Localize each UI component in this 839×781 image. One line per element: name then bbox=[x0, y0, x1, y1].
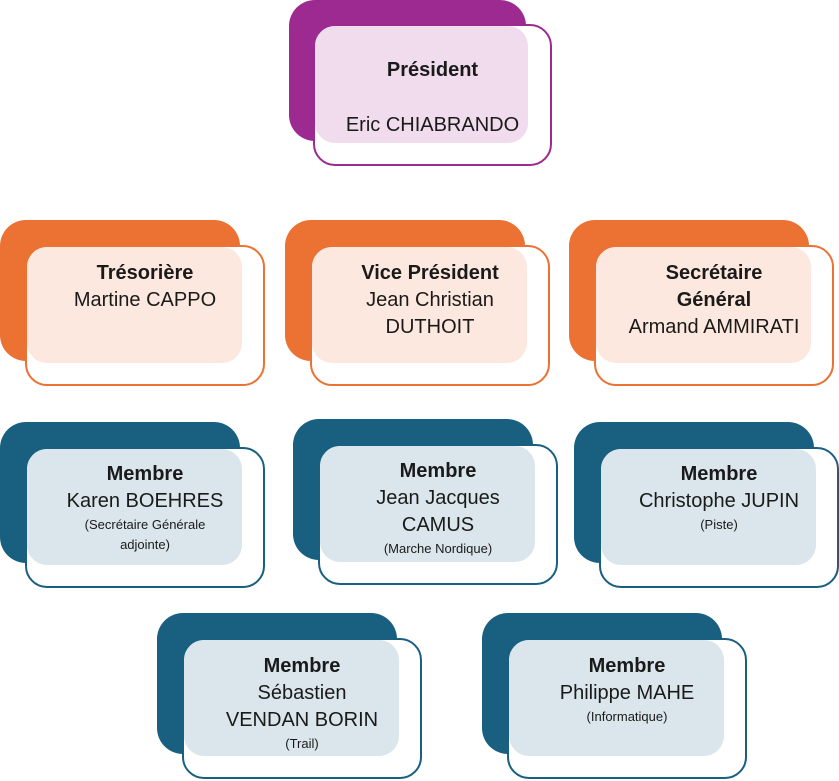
member-card-camus: Membre Jean Jacques CAMUS (Marche Nordiq… bbox=[293, 419, 558, 585]
person-name: Armand AMMIRATI bbox=[628, 316, 800, 338]
person-name: Jean Jacques bbox=[376, 487, 500, 509]
member-note: (Trail) bbox=[285, 736, 319, 751]
member-note: (Marche Nordique) bbox=[383, 541, 493, 556]
member-note: adjointe) bbox=[120, 537, 170, 552]
person-name: DUTHOIT bbox=[385, 316, 475, 338]
person-name: Philippe MAHE bbox=[559, 682, 695, 704]
card-front-shape bbox=[313, 24, 552, 166]
card-content: Trésorière Martine CAPPO bbox=[25, 245, 265, 386]
card-front-shape bbox=[318, 444, 558, 585]
card-content: Vice Président Jean Christian DUTHOIT bbox=[310, 245, 550, 386]
member-card-vendan-borin: Membre Sébastien VENDAN BORIN (Trail) bbox=[157, 613, 422, 779]
role-label: Membre bbox=[399, 460, 477, 482]
card-front-shape bbox=[25, 245, 265, 386]
card-content: Secrétaire Général Armand AMMIRATI bbox=[594, 245, 834, 386]
person-name: Karen BOEHRES bbox=[66, 490, 224, 512]
card-front-shape bbox=[25, 447, 265, 588]
card-content: Membre Christophe JUPIN (Piste) bbox=[599, 447, 839, 588]
officer-card-vice-president: Vice Président Jean Christian DUTHOIT bbox=[285, 220, 550, 386]
person-name: VENDAN BORIN bbox=[225, 709, 379, 731]
card-content: Président Eric CHIABRANDO bbox=[313, 30, 552, 166]
card-content: Membre Philippe MAHE (Informatique) bbox=[507, 638, 747, 779]
role-label: Vice Président bbox=[361, 262, 499, 284]
role-label: Président bbox=[386, 59, 479, 81]
member-note: (Informatique) bbox=[586, 709, 668, 724]
person-name: CAMUS bbox=[401, 514, 475, 536]
card-front-shape bbox=[594, 245, 834, 386]
role-label: Trésorière bbox=[96, 262, 194, 284]
role-label: Général bbox=[676, 289, 752, 311]
role-label: Membre bbox=[106, 463, 184, 485]
member-card-mahe: Membre Philippe MAHE (Informatique) bbox=[482, 613, 747, 779]
card-content: Membre Karen BOEHRES (Secrétaire Général… bbox=[25, 447, 265, 588]
member-note: (Secrétaire Générale bbox=[84, 517, 206, 532]
member-card-boehres: Membre Karen BOEHRES (Secrétaire Général… bbox=[0, 422, 265, 588]
officer-card-treasurer: Trésorière Martine CAPPO bbox=[0, 220, 265, 386]
card-front-shape bbox=[310, 245, 550, 386]
officer-card-secretary: Secrétaire Général Armand AMMIRATI bbox=[569, 220, 834, 386]
president-card: Président Eric CHIABRANDO bbox=[289, 0, 552, 166]
role-label: Membre bbox=[680, 463, 758, 485]
card-content: Membre Sébastien VENDAN BORIN (Trail) bbox=[182, 638, 422, 779]
person-name: Martine CAPPO bbox=[73, 289, 217, 311]
person-name: Eric CHIABRANDO bbox=[345, 114, 520, 136]
role-label: Membre bbox=[588, 655, 666, 677]
card-front-shape bbox=[182, 638, 422, 779]
card-front-shape bbox=[599, 447, 839, 588]
card-content: Membre Jean Jacques CAMUS (Marche Nordiq… bbox=[318, 444, 558, 585]
role-label: Secrétaire bbox=[665, 262, 763, 284]
person-name: Sébastien bbox=[257, 682, 347, 704]
member-note: (Piste) bbox=[700, 517, 738, 532]
role-label: Membre bbox=[263, 655, 341, 677]
member-card-jupin: Membre Christophe JUPIN (Piste) bbox=[574, 422, 839, 588]
person-name: Jean Christian bbox=[366, 289, 494, 311]
person-name: Christophe JUPIN bbox=[638, 490, 800, 512]
card-front-shape bbox=[507, 638, 747, 779]
